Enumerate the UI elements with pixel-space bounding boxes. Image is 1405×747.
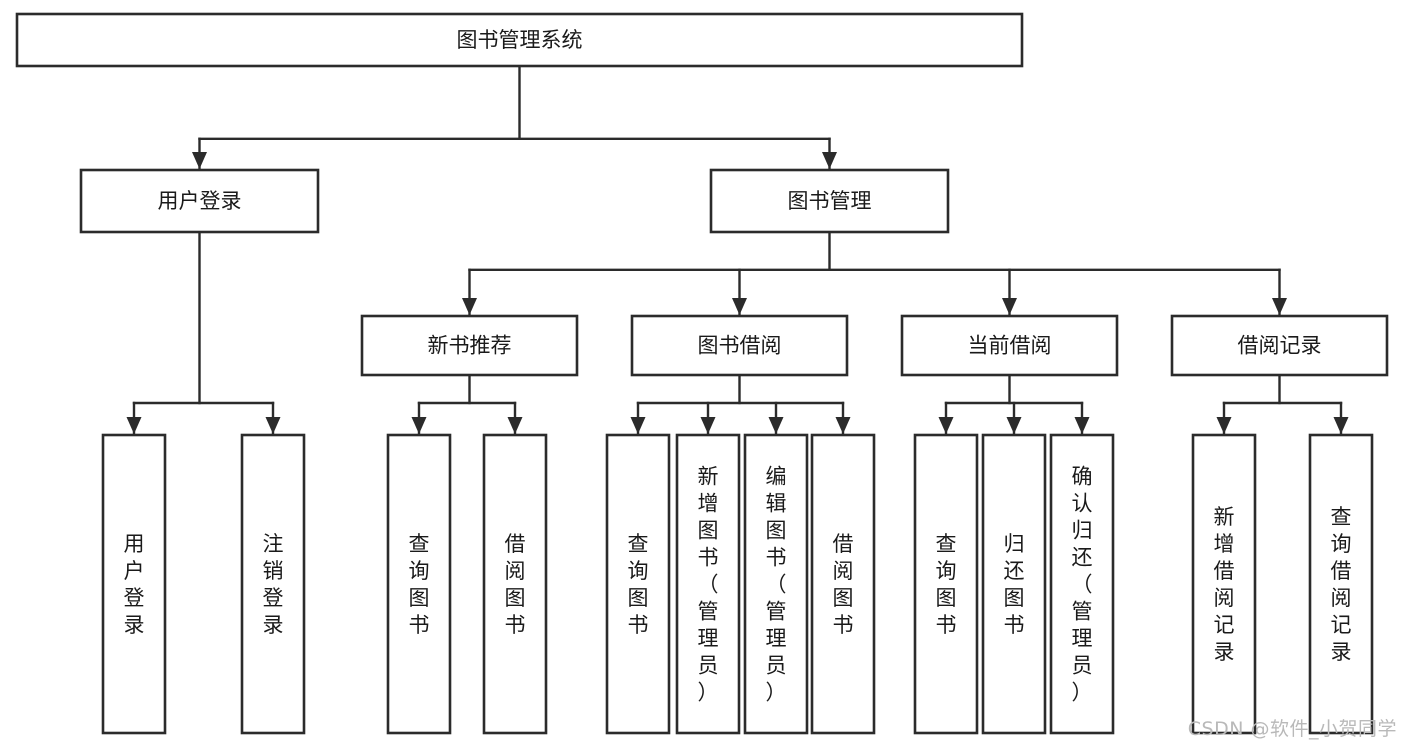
node-label: 确认归还（管理员） <box>1072 465 1093 705</box>
arrow-head-icon <box>411 417 427 434</box>
arrow-head-icon <box>126 417 142 434</box>
node-label: 借阅图书 <box>505 532 526 637</box>
node-leaf-query-record[interactable]: 查询借阅记录 <box>1308 433 1374 735</box>
arrow-head-icon <box>1216 417 1232 434</box>
node-leaf-user-logout[interactable]: 注销登录 <box>240 433 306 735</box>
arrow-head-icon <box>462 298 477 315</box>
node-label: 图书管理系统 <box>457 28 583 52</box>
node-box <box>79 168 320 234</box>
arrow-head-icon <box>1006 417 1022 434</box>
node-box <box>386 433 452 735</box>
node-box <box>675 433 741 735</box>
arrow-head-icon <box>265 417 281 434</box>
arrow-head-icon <box>507 417 523 434</box>
arrow-head-icon <box>1272 298 1287 315</box>
node-box <box>482 433 548 735</box>
node-label: 新增图书（管理员） <box>698 465 719 705</box>
node-label: 新书推荐 <box>428 334 512 358</box>
node-root[interactable]: 图书管理系统 <box>15 12 1024 68</box>
node-leaf-borrow-book-2[interactable]: 借阅图书 <box>810 433 876 735</box>
arrow-head-icon <box>192 152 207 169</box>
node-box <box>1308 433 1374 735</box>
node-leaf-user-login[interactable]: 用户登录 <box>101 433 167 735</box>
node-leaf-query-book-2[interactable]: 查询图书 <box>605 433 671 735</box>
node-label: 借阅记录 <box>1238 334 1322 358</box>
node-label: 借阅图书 <box>833 532 854 637</box>
node-box <box>630 314 849 377</box>
node-box <box>1170 314 1389 377</box>
node-label: 当前借阅 <box>968 334 1052 358</box>
node-label: 查询借阅记录 <box>1331 505 1352 664</box>
node-new-book-rec[interactable]: 新书推荐 <box>360 314 579 377</box>
node-leaf-add-book[interactable]: 新增图书（管理员） <box>675 433 741 735</box>
node-leaf-query-book-1[interactable]: 查询图书 <box>386 433 452 735</box>
node-box <box>913 433 979 735</box>
connectors-layer <box>126 64 1349 436</box>
node-box <box>605 433 671 735</box>
node-label: 用户登录 <box>158 189 242 213</box>
node-leaf-borrow-book-1[interactable]: 借阅图书 <box>482 433 548 735</box>
node-leaf-add-record[interactable]: 新增借阅记录 <box>1191 433 1257 735</box>
arrow-head-icon <box>700 417 716 434</box>
node-label: 查询图书 <box>936 532 957 637</box>
node-current-borrow[interactable]: 当前借阅 <box>900 314 1119 377</box>
node-label: 归还图书 <box>1004 532 1025 637</box>
arrow-head-icon <box>1002 298 1017 315</box>
arrow-head-icon <box>630 417 646 434</box>
node-label: 用户登录 <box>124 532 145 637</box>
arrow-head-icon <box>768 417 784 434</box>
node-label: 图书管理 <box>788 189 872 213</box>
node-box <box>1191 433 1257 735</box>
node-label: 注销登录 <box>263 532 284 637</box>
arrow-head-icon <box>822 152 837 169</box>
node-book-borrow[interactable]: 图书借阅 <box>630 314 849 377</box>
node-book-manage[interactable]: 图书管理 <box>709 168 950 234</box>
node-label: 编辑图书（管理员） <box>766 465 787 705</box>
arrow-head-icon <box>938 417 954 434</box>
nodes-layer: 图书管理系统用户登录图书管理新书推荐图书借阅当前借阅借阅记录用户登录注销登录查询… <box>15 12 1389 735</box>
arrow-head-icon <box>732 298 747 315</box>
node-label: 查询图书 <box>628 532 649 637</box>
arrow-head-icon <box>835 417 851 434</box>
node-box <box>900 314 1119 377</box>
node-box <box>743 433 809 735</box>
node-label: 查询图书 <box>409 532 430 637</box>
node-leaf-return-book[interactable]: 归还图书 <box>981 433 1047 735</box>
node-box <box>101 433 167 735</box>
node-borrow-record[interactable]: 借阅记录 <box>1170 314 1389 377</box>
node-box <box>240 433 306 735</box>
node-box <box>360 314 579 377</box>
node-leaf-query-book-3[interactable]: 查询图书 <box>913 433 979 735</box>
node-box <box>15 12 1024 68</box>
node-leaf-confirm-return[interactable]: 确认归还（管理员） <box>1049 433 1115 735</box>
arrow-head-icon <box>1074 417 1090 434</box>
node-box <box>709 168 950 234</box>
node-user-login[interactable]: 用户登录 <box>79 168 320 234</box>
node-box <box>981 433 1047 735</box>
node-leaf-edit-book[interactable]: 编辑图书（管理员） <box>743 433 809 735</box>
node-box <box>810 433 876 735</box>
node-box <box>1049 433 1115 735</box>
node-label: 图书借阅 <box>698 334 782 358</box>
node-label: 新增借阅记录 <box>1214 505 1235 664</box>
arrow-head-icon <box>1333 417 1349 434</box>
